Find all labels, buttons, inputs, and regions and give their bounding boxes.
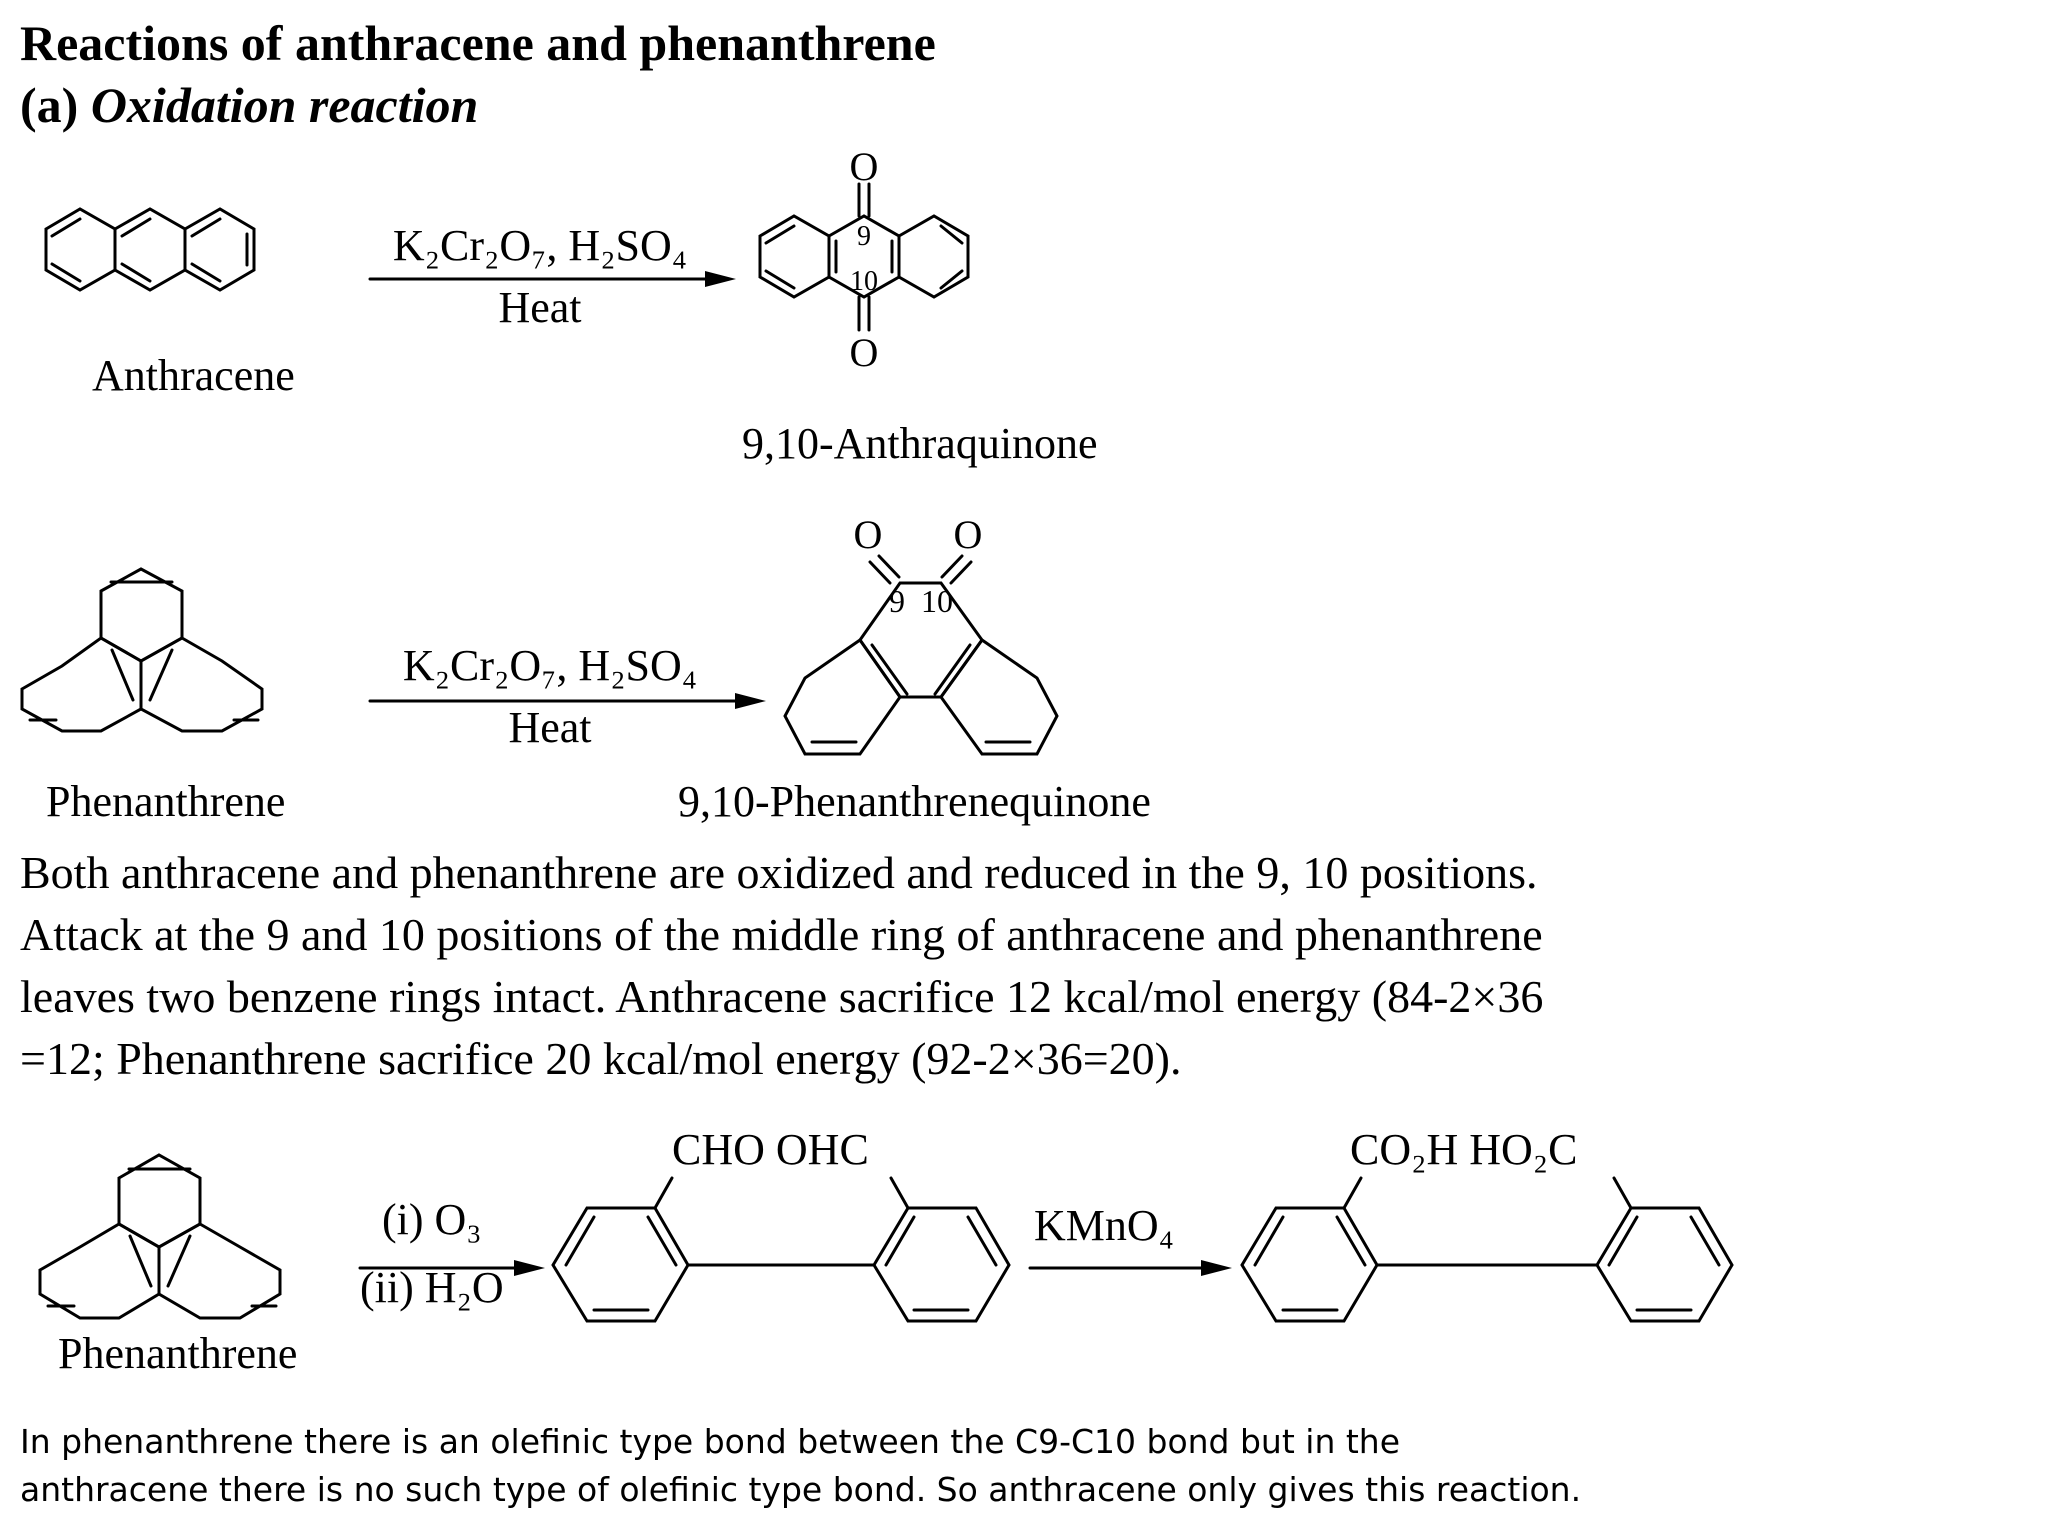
footnote-line: In phenanthrene there is an olefinic typ… — [20, 1422, 1401, 1461]
phenanthrenequinone-positions: 9 10 — [889, 583, 953, 619]
footnote: In phenanthrene there is an olefinic typ… — [20, 1418, 1581, 1514]
anthraquinone-label: 9,10-Anthraquinone — [742, 419, 1098, 468]
anthraquinone-position-9: 9 — [857, 221, 871, 252]
phenanthrenequinone-label: 9,10-Phenanthrenequinone — [678, 777, 1151, 826]
reaction1-condition: Heat — [498, 283, 582, 332]
phenanthrenequinone-structure — [783, 554, 1059, 756]
anthraquinone-structure — [758, 182, 970, 332]
biphenyl-dialdehyde-structure — [551, 1176, 1011, 1323]
reaction2-condition: Heat — [508, 703, 592, 752]
phenanthrene-structure-2 — [38, 1153, 282, 1320]
diphenic-acid-structure — [1240, 1176, 1734, 1323]
anthraquinone-oxygen-top: O — [850, 144, 879, 189]
explanation-paragraph: Both anthracene and phenanthrene are oxi… — [20, 842, 2010, 1090]
paragraph-line: leaves two benzene rings intact. Anthrac… — [20, 971, 1544, 1022]
section-marker: (a) — [20, 77, 79, 133]
paragraph-line: =12; Phenanthrene sacrifice 20 kcal/mol … — [20, 1033, 1182, 1084]
section-name: Oxidation reaction — [90, 77, 479, 133]
phenanthrene-label-2: Phenanthrene — [58, 1329, 298, 1378]
reaction1-reagent: K₂Cr₂O₇, H₂SO₄ — [392, 221, 688, 270]
paragraph-line: Attack at the 9 and 10 positions of the … — [20, 909, 1543, 960]
footnote-line: anthracene there is no such type of olef… — [20, 1470, 1582, 1509]
anthracene-structure — [44, 207, 256, 292]
phenanthrenequinone-oxygen-right: O — [954, 512, 983, 557]
ozonolysis-step1: (i) O₃ — [382, 1195, 482, 1244]
paragraph-line: Both anthracene and phenanthrene are oxi… — [20, 847, 1538, 898]
ozonolysis-step2: (ii) H₂O — [360, 1263, 504, 1312]
phenanthrene-label-1: Phenanthrene — [46, 777, 286, 826]
anthraquinone-position-10: 10 — [850, 266, 878, 297]
anthraquinone-oxygen-bottom: O — [850, 330, 879, 375]
reaction2-reagent: K₂Cr₂O₇, H₂SO₄ — [402, 641, 698, 690]
permanganate-reagent: KMnO₄ — [1034, 1201, 1175, 1250]
phenanthrenequinone-oxygen-left: O — [854, 512, 883, 557]
anthracene-label: Anthracene — [92, 351, 295, 400]
section-heading: (a) Oxidation reaction — [20, 76, 478, 134]
diacid-groups: CO₂H HO₂C — [1350, 1125, 1578, 1174]
page-title: Reactions of anthracene and phenanthrene — [20, 15, 936, 71]
phenanthrene-structure-1 — [20, 567, 264, 733]
dialdehyde-groups: CHO OHC — [672, 1125, 869, 1174]
